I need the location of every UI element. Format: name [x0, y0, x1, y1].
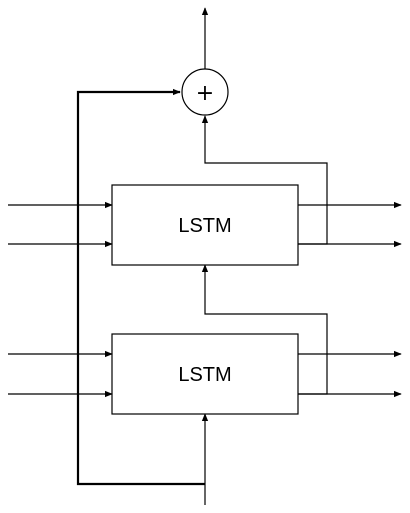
lstm-block-bottom — [111, 333, 299, 415]
top-to-sum-connection — [201, 115, 328, 245]
lstm-block-bottom-label: LSTM — [178, 364, 231, 386]
residual-connection — [76, 88, 205, 486]
bottom-to-top-connection — [201, 264, 328, 395]
lstm-block-top-label: LSTM — [178, 215, 231, 237]
lstm-block-top — [111, 184, 299, 266]
sum-node-symbol: + — [196, 81, 214, 106]
